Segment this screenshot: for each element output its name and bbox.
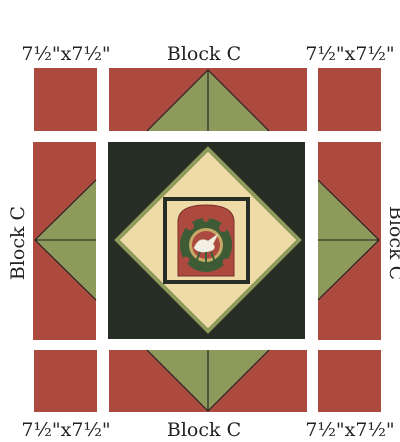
- corner-label-top-right: 7½"x7½": [305, 43, 394, 65]
- corner-square-top-right: [318, 68, 381, 131]
- block-label-top: Block C: [167, 43, 241, 65]
- block-label-left: Block C: [7, 206, 29, 280]
- block-c-right: [318, 142, 381, 340]
- block-c-bottom: [109, 350, 307, 412]
- corner-label-top-left: 7½"x7½": [21, 43, 110, 65]
- corner-square-bottom-right: [318, 350, 381, 412]
- block-label-bottom: Block C: [167, 419, 241, 441]
- dove-wreath-icon: [178, 205, 234, 276]
- block-c-left: [33, 142, 96, 340]
- center-medallion-block: [108, 142, 305, 339]
- corner-label-bottom-left: 7½"x7½": [21, 419, 110, 441]
- corner-square-top-left: [34, 68, 97, 131]
- corner-label-bottom-right: 7½"x7½": [305, 419, 394, 441]
- corner-square-bottom-left: [34, 350, 97, 412]
- block-c-top: [109, 68, 307, 131]
- block-label-right: Block C: [385, 206, 400, 280]
